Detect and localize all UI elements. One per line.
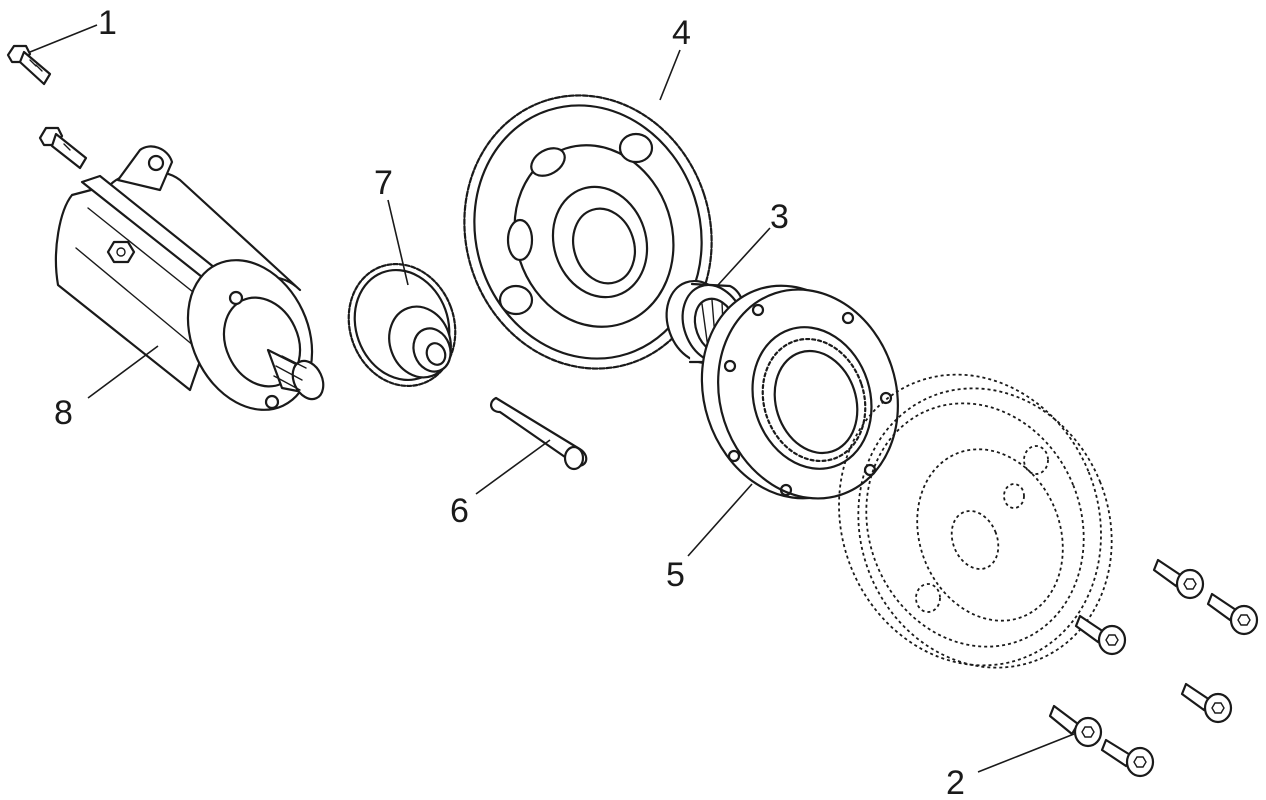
ring-gear-part-4[interactable] — [429, 63, 746, 401]
starter-motor-part-8[interactable] — [54, 145, 336, 430]
callout-8: 8 — [54, 394, 73, 432]
leader-line-5 — [687, 483, 753, 557]
leader-line-4 — [659, 49, 681, 101]
callout-1: 1 — [98, 4, 117, 42]
bolt-motor-mount — [38, 126, 88, 170]
leader-line-6 — [475, 439, 551, 495]
shaft-pin-part-6[interactable] — [490, 396, 588, 471]
leader-line-3 — [717, 227, 771, 286]
cap-screw — [1100, 738, 1155, 778]
leader-line-1 — [29, 24, 98, 53]
one-way-clutch-part-5[interactable] — [675, 262, 925, 522]
cap-screw — [1180, 682, 1233, 724]
idler-gear-part-7[interactable] — [332, 249, 472, 401]
leader-line-7 — [387, 199, 409, 286]
callout-7: 7 — [374, 164, 393, 202]
callout-4: 4 — [672, 14, 691, 52]
cap-screw-part-2[interactable] — [1048, 704, 1103, 748]
callout-5: 5 — [666, 556, 685, 594]
cap-screw — [1074, 614, 1127, 656]
callout-2: 2 — [946, 764, 965, 800]
cap-screw — [1206, 592, 1259, 636]
leader-line-2 — [977, 733, 1075, 773]
leader-line-8 — [87, 345, 159, 399]
flywheel-phantom — [838, 373, 1113, 669]
callout-6: 6 — [450, 492, 469, 530]
cap-screw — [1152, 558, 1205, 600]
callout-3: 3 — [770, 198, 789, 236]
bolt-part-1[interactable] — [6, 44, 52, 86]
